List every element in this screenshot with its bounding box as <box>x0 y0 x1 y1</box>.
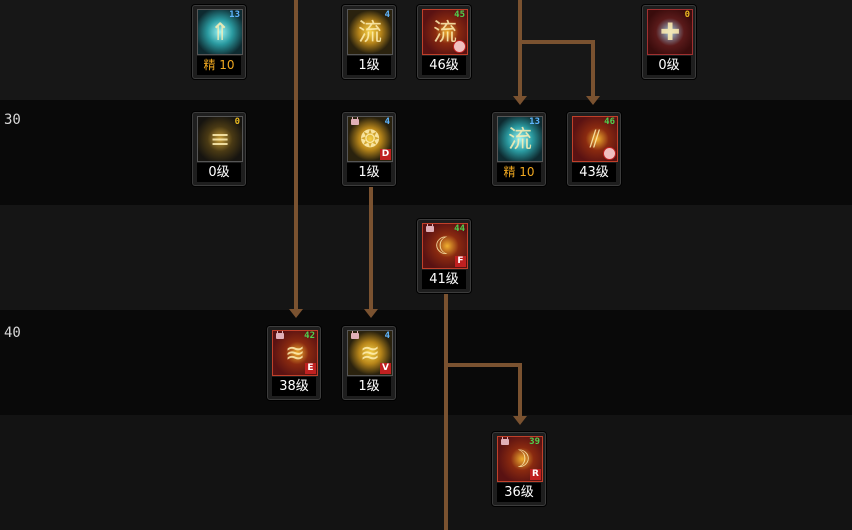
skill-level-label: 36级 <box>497 483 541 502</box>
skill-glyph-icon: ⇑ <box>209 18 231 46</box>
required-level-badge: 0 <box>234 117 240 127</box>
skill-glyph-icon: ☾ <box>434 232 456 260</box>
level-marker-40: 40 <box>4 325 21 341</box>
skill-level-label: 43级 <box>572 163 616 182</box>
skill-icon[interactable]: ✚ 0 <box>647 9 693 55</box>
connector-line <box>518 363 522 417</box>
skill-level-label: 1级 <box>347 163 391 182</box>
hotkey-badge: R <box>530 469 541 480</box>
lock-icon <box>351 117 359 125</box>
required-level-badge: 13 <box>229 10 240 20</box>
lock-icon <box>276 331 284 339</box>
connector-line <box>294 0 298 310</box>
required-level-badge: 4 <box>384 10 390 20</box>
required-level-badge: 4 <box>384 331 390 341</box>
connector-line <box>369 186 373 310</box>
skill-icon[interactable]: ≡ 0 <box>197 116 243 162</box>
skill-glyph-icon: 流 <box>433 18 457 46</box>
level-marker-30: 30 <box>4 112 21 128</box>
hotkey-badge: E <box>305 363 316 374</box>
hotkey-badge: D <box>380 149 391 160</box>
skill-level-label: 46级 <box>422 56 466 75</box>
required-level-badge: 42 <box>304 331 315 341</box>
required-level-badge: 45 <box>454 10 465 20</box>
hotkey-badge: V <box>380 363 391 374</box>
connector-arrow <box>513 416 527 425</box>
skill-glyph-icon: ❂ <box>359 125 381 153</box>
hotkey-badge: F <box>455 256 466 267</box>
connector-arrow <box>364 309 378 318</box>
clock-icon <box>453 40 466 53</box>
required-level-badge: 13 <box>529 117 540 127</box>
required-level-badge: 46 <box>604 117 615 127</box>
skill-level-label: 0级 <box>197 163 241 182</box>
required-level-badge: 4 <box>384 117 390 127</box>
required-level-badge: 44 <box>454 224 465 234</box>
connector-line <box>444 293 448 530</box>
skill-glyph-icon: ≋ <box>284 339 306 367</box>
skill-icon[interactable]: ⫽ 46 <box>572 116 618 162</box>
skill-level-label: 1级 <box>347 56 391 75</box>
connector-line <box>444 363 522 367</box>
connector-line <box>518 0 522 96</box>
connector-arrow <box>513 96 527 105</box>
required-level-badge: 39 <box>529 437 540 447</box>
lock-icon <box>501 437 509 445</box>
skill-glyph-icon: ✚ <box>659 18 681 46</box>
tier-band <box>0 100 852 205</box>
skill-glyph-icon: 流 <box>358 18 382 46</box>
connector-line <box>518 40 595 44</box>
connector-arrow <box>586 96 600 105</box>
skill-icon[interactable]: ⇑ 13 <box>197 9 243 55</box>
skill-level-label: 精 10 <box>197 56 241 75</box>
connector-arrow <box>289 309 303 318</box>
skill-level-label: 0级 <box>647 56 691 75</box>
tier-band <box>0 310 852 415</box>
skill-icon[interactable]: 流 45 <box>422 9 468 55</box>
skill-glyph-icon: ⫽ <box>589 125 601 153</box>
skill-icon[interactable]: 流 4 <box>347 9 393 55</box>
skill-level-label: 1级 <box>347 377 391 396</box>
skill-level-label: 38级 <box>272 377 316 396</box>
lock-icon <box>351 331 359 339</box>
connector-line <box>591 40 595 96</box>
skill-level-label: 精 10 <box>497 163 541 182</box>
clock-icon <box>603 147 616 160</box>
required-level-badge: 0 <box>684 10 690 20</box>
skill-glyph-icon: 流 <box>508 125 532 153</box>
skill-glyph-icon: ≋ <box>359 339 381 367</box>
skill-icon[interactable]: 流 13 <box>497 116 543 162</box>
skill-level-label: 41级 <box>422 270 466 289</box>
skill-glyph-icon: ≡ <box>209 125 231 153</box>
tier-band <box>0 415 852 530</box>
lock-icon <box>426 224 434 232</box>
skill-glyph-icon: ☽ <box>509 445 531 473</box>
